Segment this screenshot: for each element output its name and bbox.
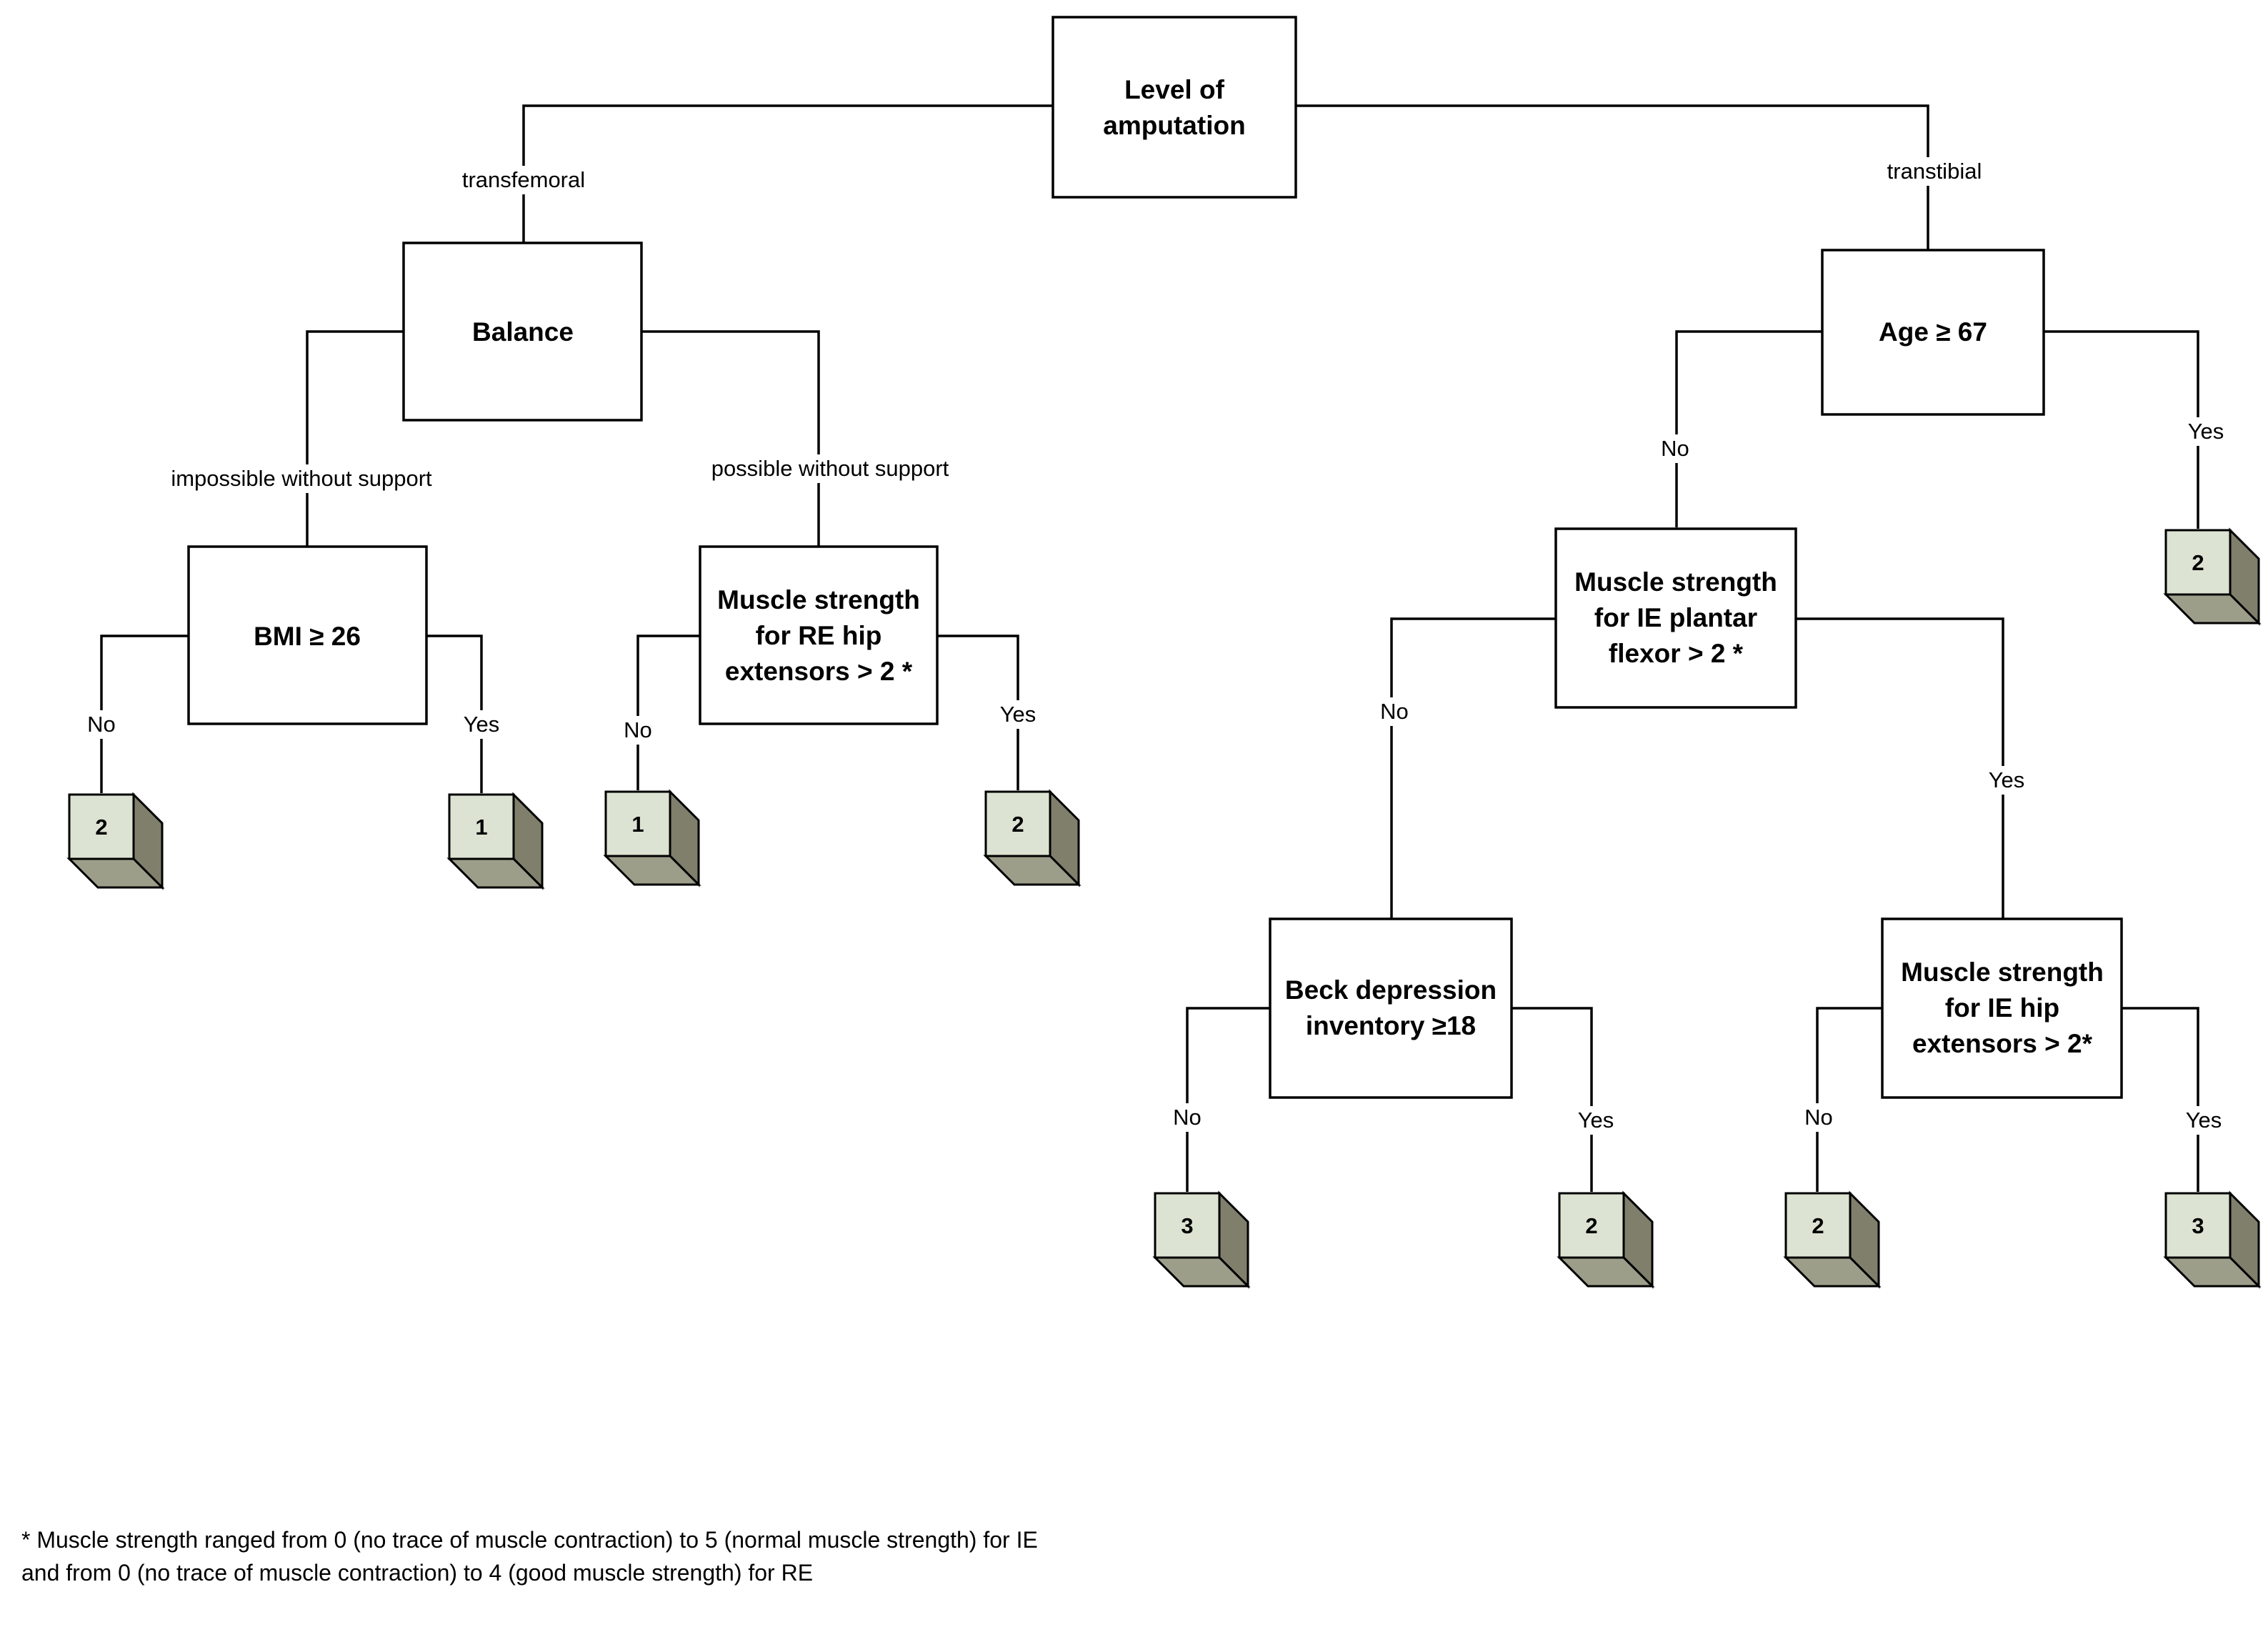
- leaf-value: 2: [1585, 1213, 1597, 1238]
- decision-node-bmi: BMI ≥ 26: [187, 545, 428, 725]
- edge-label-possible: possible without support: [711, 456, 949, 481]
- edge-label-bg-bmi-no: [84, 710, 119, 739]
- re-hip-line-1: Muscle strength: [717, 585, 920, 615]
- edge-label-bg-age-yes: [2184, 417, 2227, 446]
- edge-label-beck-yes: Yes: [1578, 1108, 1614, 1133]
- edge-label-transfemoral: transfemoral: [462, 167, 585, 192]
- leaf-front-face: [68, 793, 135, 860]
- footnote: * Muscle strength ranged from 0 (no trac…: [21, 1527, 1038, 1586]
- edge-label-bg-transfemoral: [449, 166, 599, 194]
- edge-label-impossible: impossible without support: [171, 466, 432, 491]
- leaf-bmi-yes: 1: [446, 792, 545, 890]
- decision-node-age: Age ≥ 67: [1821, 249, 2045, 416]
- decision-node-root: Level of amputation: [1051, 16, 1297, 199]
- bmi-label: BMI ≥ 26: [254, 622, 361, 651]
- decision-node-balance: Balance: [402, 242, 643, 422]
- leaf-value: 2: [1812, 1213, 1824, 1238]
- leaf-value: 1: [475, 815, 487, 840]
- ie-hip-line-3: extensors > 2*: [1912, 1029, 2093, 1058]
- leaf-age-yes: 2: [2163, 527, 2262, 626]
- edge-label-re-yes: Yes: [1000, 702, 1036, 727]
- decision-node-ie-hip: Muscle strength for IE hip extensors > 2…: [1881, 917, 2123, 1099]
- edge-label-re-no: No: [624, 717, 652, 742]
- edge-labels: transfemoral transtibial impossible withou…: [84, 157, 2227, 1135]
- edge-label-iehip-no: No: [1804, 1105, 1833, 1130]
- leaf-front-face: [448, 793, 515, 860]
- decision-node-beck: Beck depression inventory ≥18: [1269, 917, 1513, 1099]
- edge-label-bg-transtibial: [1870, 157, 1999, 186]
- edge-label-bg-age-no: [1657, 434, 1693, 463]
- leaf-bmi-no: 2: [66, 792, 165, 890]
- edge-label-plantar-no: No: [1380, 699, 1409, 724]
- edge-label-bg-beck-no: [1169, 1103, 1205, 1132]
- edge-label-plantar-yes: Yes: [1989, 767, 2025, 792]
- re-hip-line-3: extensors > 2 *: [725, 657, 913, 686]
- decision-node-re-hip: Muscle strength for RE hip extensors > 2…: [699, 545, 939, 725]
- edge-label-bg-re-no: [620, 716, 656, 745]
- leaf-front-face: [1558, 1192, 1625, 1259]
- edge-label-beck-no: No: [1173, 1105, 1202, 1130]
- ie-plantar-line-1: Muscle strength: [1574, 567, 1777, 597]
- balance-label: Balance: [472, 317, 574, 347]
- leaf-beck-yes: 2: [1557, 1190, 1655, 1289]
- leaf-value: 2: [2192, 550, 2204, 575]
- edge-label-bg-bmi-yes: [460, 710, 503, 739]
- beck-line-1: Beck depression: [1285, 975, 1497, 1005]
- leaf-iehip-no: 2: [1783, 1190, 1882, 1289]
- leaf-value: 2: [95, 815, 107, 840]
- edge-label-age-no: No: [1661, 436, 1689, 461]
- leaf-iehip-yes: 3: [2163, 1190, 2262, 1289]
- leaf-front-face: [604, 790, 671, 857]
- re-hip-line-2: for RE hip: [756, 621, 882, 650]
- leaf-value: 1: [631, 812, 644, 837]
- root-line-2: amputation: [1103, 111, 1245, 140]
- edge-label-bmi-yes: Yes: [464, 712, 500, 737]
- edge-label-bg-possible: [687, 454, 973, 483]
- ie-plantar-line-2: for IE plantar: [1594, 603, 1757, 632]
- edge-label-transtibial: transtibial: [1887, 159, 1982, 184]
- ie-hip-line-1: Muscle strength: [1901, 957, 2104, 987]
- edge-label-bg-beck-yes: [1574, 1106, 1617, 1135]
- leaf-value: 3: [2192, 1213, 2204, 1238]
- leaf-re-yes: 2: [983, 789, 1081, 887]
- edge-label-iehip-yes: Yes: [2186, 1108, 2222, 1133]
- leaf-front-face: [1154, 1192, 1221, 1259]
- ie-hip-line-2: for IE hip: [1945, 993, 2059, 1023]
- edge-label-age-yes: Yes: [2188, 419, 2224, 444]
- beck-line-2: inventory ≥18: [1306, 1011, 1476, 1040]
- leaf-front-face: [2164, 529, 2232, 596]
- root-line-1: Level of: [1124, 75, 1224, 104]
- leaf-front-face: [1784, 1192, 1852, 1259]
- leaf-front-face: [2164, 1192, 2232, 1259]
- edge-label-bg-iehip-yes: [2182, 1106, 2225, 1135]
- leaf-beck-no: 3: [1152, 1190, 1251, 1289]
- leaf-value: 2: [1011, 812, 1024, 837]
- decision-node-ie-plantar: Muscle strength for IE plantar flexor > …: [1554, 527, 1797, 709]
- edge-label-bg-iehip-no: [1801, 1103, 1837, 1132]
- edge-label-bg-re-yes: [996, 700, 1039, 729]
- leaf-nodes: 2 1 1 2 2 3 2 2 3: [66, 527, 2262, 1289]
- age-label: Age ≥ 67: [1879, 317, 1987, 347]
- leaf-value: 3: [1181, 1213, 1193, 1238]
- edge-label-bg-plantar-no: [1377, 697, 1412, 726]
- edge-label-bmi-no: No: [87, 712, 116, 737]
- edge-label-bg-impossible: [144, 464, 459, 493]
- edge-label-bg-plantar-yes: [1985, 766, 2028, 795]
- leaf-front-face: [984, 790, 1051, 857]
- ie-plantar-line-3: flexor > 2 *: [1609, 639, 1744, 668]
- leaf-re-no: 1: [603, 789, 701, 887]
